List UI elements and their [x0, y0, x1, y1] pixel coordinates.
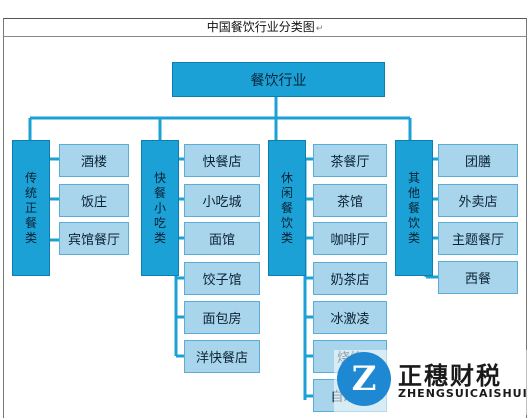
category-node: 传统正餐类 — [12, 140, 50, 276]
item-node: 小吃城 — [184, 184, 260, 217]
item-node: 主题餐厅 — [438, 222, 518, 255]
document-title: 中国餐饮行业分类图↵ — [3, 18, 527, 37]
item-node: 洋快餐店 — [184, 340, 260, 373]
item-node: 饭庄 — [59, 184, 129, 217]
item-node: 面馆 — [184, 222, 260, 255]
category-node: 休闲餐饮类 — [268, 140, 306, 276]
watermark-name: 正穗财税 — [398, 362, 502, 390]
brand-logo-icon: Z — [337, 352, 391, 406]
document-frame — [3, 18, 527, 418]
category-node: 快餐小吃类 — [141, 140, 179, 276]
title-text: 中国餐饮行业分类图 — [206, 20, 315, 34]
item-node: 酒楼 — [59, 144, 129, 177]
item-node: 茶馆 — [313, 184, 387, 217]
item-node: 团膳 — [438, 144, 518, 177]
watermark-sub: ZHENGSUICAISHUI — [398, 387, 528, 400]
category-label: 传统正餐类 — [24, 170, 37, 245]
item-node: 面包房 — [184, 301, 260, 334]
item-node: 咖啡厅 — [313, 222, 387, 255]
category-label: 其他餐饮类 — [407, 170, 420, 245]
category-label: 快餐小吃类 — [153, 170, 166, 245]
item-node: 冰激凌 — [313, 301, 387, 334]
root-node: 餐饮行业 — [172, 62, 385, 97]
item-node: 茶餐厅 — [313, 144, 387, 177]
category-label: 休闲餐饮类 — [280, 170, 293, 245]
paragraph-mark: ↵ — [315, 24, 324, 34]
item-node: 快餐店 — [184, 144, 260, 177]
item-node: 外卖店 — [438, 184, 518, 217]
item-node: 饺子馆 — [184, 262, 260, 295]
item-node: 宾馆餐厅 — [59, 222, 129, 255]
item-node: 西餐 — [438, 261, 518, 294]
category-node: 其他餐饮类 — [395, 140, 433, 276]
item-node: 奶茶店 — [313, 262, 387, 295]
